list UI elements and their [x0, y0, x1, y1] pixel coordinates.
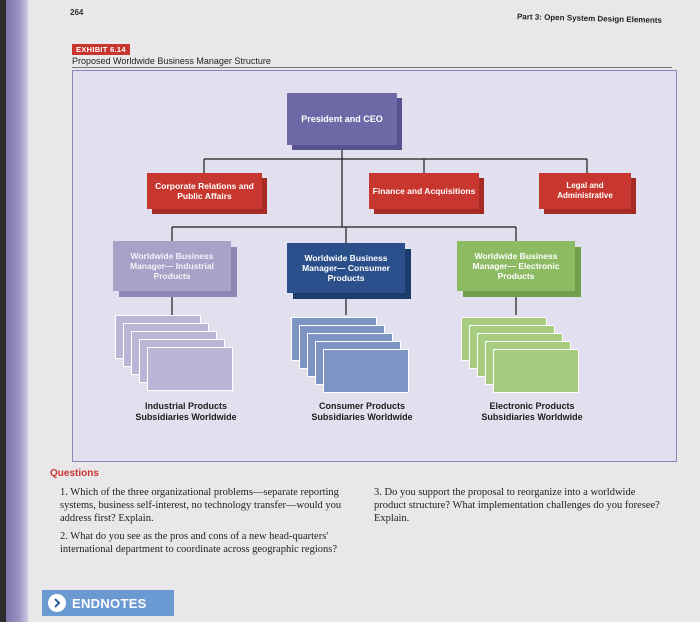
page-edge-strip [6, 0, 28, 622]
part-title: Part 3: Open System Design Elements [516, 12, 663, 25]
electronic-subsidiaries-label: Electronic Products Subsidiaries Worldwi… [481, 401, 583, 422]
manager-industrial-box: Worldwide Business Manager— Industrial P… [113, 241, 231, 291]
questions-heading: Questions [50, 468, 99, 479]
manager-electronic-box: Worldwide Business Manager— Electronic P… [457, 241, 575, 291]
exhibit-tag: EXHIBIT 6.14 [72, 44, 130, 55]
textbook-page: 264 Part 3: Open System Design Elements … [6, 0, 700, 622]
question-2: 2. What do you see as the pros and cons … [60, 531, 337, 556]
legal-box: Legal and Administrative [539, 173, 631, 209]
question-3: 3. Do you support the proposal to reorga… [374, 487, 660, 525]
manager-consumer-box: Worldwide Business Manager— Consumer Pro… [287, 243, 405, 293]
org-chart-connectors [171, 150, 588, 315]
subsidiary-card [147, 347, 233, 391]
exhibit-rule [72, 67, 672, 68]
exhibit-title: Proposed Worldwide Business Manager Stru… [72, 56, 271, 66]
subsidiary-card [493, 349, 579, 393]
finance-box: Finance and Acquisitions [369, 173, 479, 209]
org-chart: President and CEO Corporate Relations an… [72, 70, 677, 462]
president-box: President and CEO [287, 93, 397, 145]
industrial-subsidiaries-label: Industrial Products Subsidiaries Worldwi… [135, 401, 237, 422]
chevron-right-icon [48, 594, 66, 612]
endnotes-label: ENDNOTES [72, 595, 147, 611]
subsidiary-card [323, 349, 409, 393]
page-number: 264 [70, 8, 84, 17]
corporate-relations-box: Corporate Relations and Public Affairs [147, 173, 262, 209]
question-1: 1. Which of the three organizational pro… [60, 487, 342, 525]
consumer-subsidiaries-label: Consumer Products Subsidiaries Worldwide [311, 401, 413, 422]
endnotes-banner: ENDNOTES [42, 590, 174, 616]
